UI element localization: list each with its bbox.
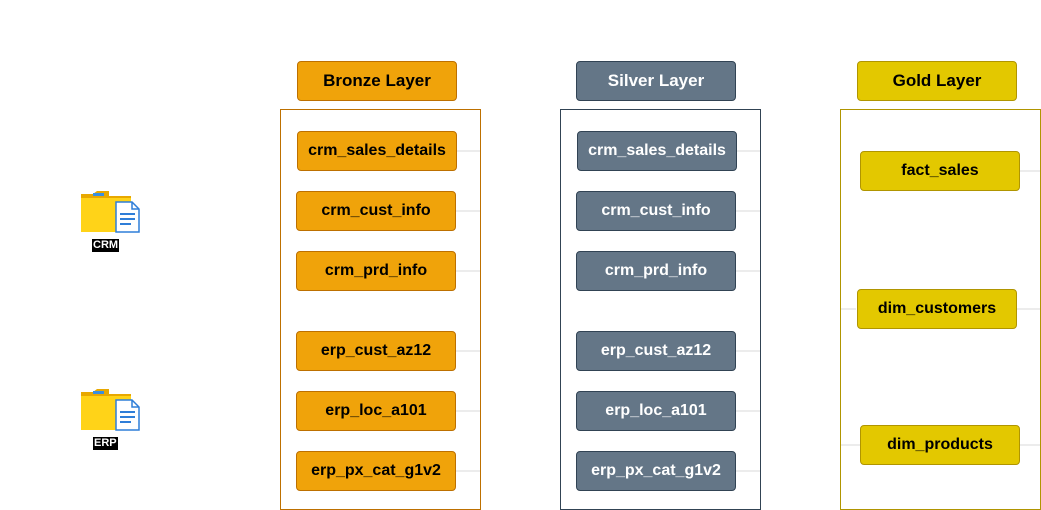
silver-table-node[interactable]: erp_loc_a101 xyxy=(576,391,736,431)
silver-layer-header[interactable]: Silver Layer xyxy=(576,61,736,101)
silver-table-node[interactable]: erp_px_cat_g1v2 xyxy=(576,451,736,491)
gold-layer-header[interactable]: Gold Layer xyxy=(857,61,1017,101)
folder-document-icon xyxy=(81,389,140,431)
bronze-layer-header[interactable]: Bronze Layer xyxy=(297,61,457,101)
source-label: ERP xyxy=(93,437,118,450)
bronze-table-node[interactable]: crm_sales_details xyxy=(297,131,457,171)
gold-table-node[interactable]: dim_customers xyxy=(857,289,1017,329)
silver-table-node[interactable]: erp_cust_az12 xyxy=(576,331,736,371)
folder-document-icon xyxy=(81,191,140,233)
source-label: CRM xyxy=(92,239,120,252)
source-crm[interactable]: CRM xyxy=(80,190,142,254)
silver-table-node[interactable]: crm_cust_info xyxy=(576,191,736,231)
silver-table-node[interactable]: crm_prd_info xyxy=(576,251,736,291)
silver-table-node[interactable]: crm_sales_details xyxy=(577,131,737,171)
bronze-table-node[interactable]: crm_cust_info xyxy=(296,191,456,231)
bronze-table-node[interactable]: erp_loc_a101 xyxy=(296,391,456,431)
bronze-table-node[interactable]: erp_px_cat_g1v2 xyxy=(296,451,456,491)
bronze-table-node[interactable]: crm_prd_info xyxy=(296,251,456,291)
source-erp[interactable]: ERP xyxy=(80,388,142,452)
gold-table-node[interactable]: dim_products xyxy=(860,425,1020,465)
gold-table-node[interactable]: fact_sales xyxy=(860,151,1020,191)
bronze-table-node[interactable]: erp_cust_az12 xyxy=(296,331,456,371)
